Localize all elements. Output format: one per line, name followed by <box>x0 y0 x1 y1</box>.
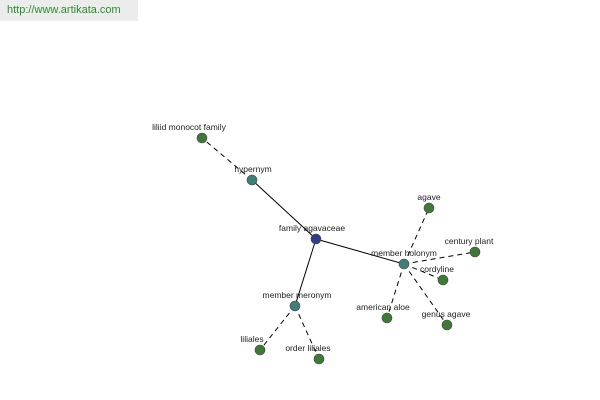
labels-layer: family agavaceae hypernym liliid monocot f… <box>152 122 494 353</box>
edge-center-to-hypernym <box>251 179 317 240</box>
edge-member-meronym-to-order-liliales <box>294 305 320 360</box>
node-cordyline[interactable] <box>437 274 449 286</box>
node-label-member-meronym: member meronym <box>263 290 332 300</box>
node-hypernym[interactable] <box>246 174 258 186</box>
edge-center-to-member-holonym <box>315 238 405 265</box>
site-url-link[interactable]: http://www.artikata.com <box>0 0 138 21</box>
node-label-center: family agavaceae <box>279 223 345 233</box>
node-label-agave: agave <box>417 192 440 202</box>
node-label-order-liliales: order liliales <box>285 343 330 353</box>
node-member-meronym[interactable] <box>289 300 301 312</box>
node-label-genus-agave: genus agave <box>422 309 471 319</box>
edge-center-to-member-meronym <box>294 238 317 307</box>
edge-member-holonym-to-cordyline <box>403 263 444 281</box>
node-agave[interactable] <box>423 202 435 214</box>
edge-hypernym-to-liliid <box>201 137 253 181</box>
node-label-liliales: liliales <box>240 334 263 344</box>
edge-member-meronym-to-liliales <box>259 305 296 351</box>
edge-member-holonym-to-american-aloe <box>386 263 405 319</box>
node-label-member-holonym: member holonym <box>371 248 437 258</box>
node-american-aloe[interactable] <box>381 312 393 324</box>
edges-layer <box>201 137 476 360</box>
node-century-plant[interactable] <box>469 246 481 258</box>
node-label-cordyline: cordyline <box>420 264 454 274</box>
nodes-layer <box>196 132 481 365</box>
node-label-century-plant: century plant <box>445 236 494 246</box>
node-label-liliid: liliid monocot family <box>152 122 226 132</box>
edge-member-holonym-to-genus-agave <box>403 263 448 326</box>
node-order-liliales[interactable] <box>313 353 325 365</box>
node-label-hypernym: hypernym <box>234 164 271 174</box>
node-center[interactable] <box>310 233 322 245</box>
edge-member-holonym-to-agave <box>403 207 430 265</box>
node-member-holonym[interactable] <box>398 258 410 270</box>
node-liliid[interactable] <box>196 132 208 144</box>
node-label-american-aloe: american aloe <box>356 302 410 312</box>
node-genus-agave[interactable] <box>441 319 453 331</box>
node-liliales[interactable] <box>254 344 266 356</box>
edge-member-holonym-to-century-plant <box>403 251 476 265</box>
